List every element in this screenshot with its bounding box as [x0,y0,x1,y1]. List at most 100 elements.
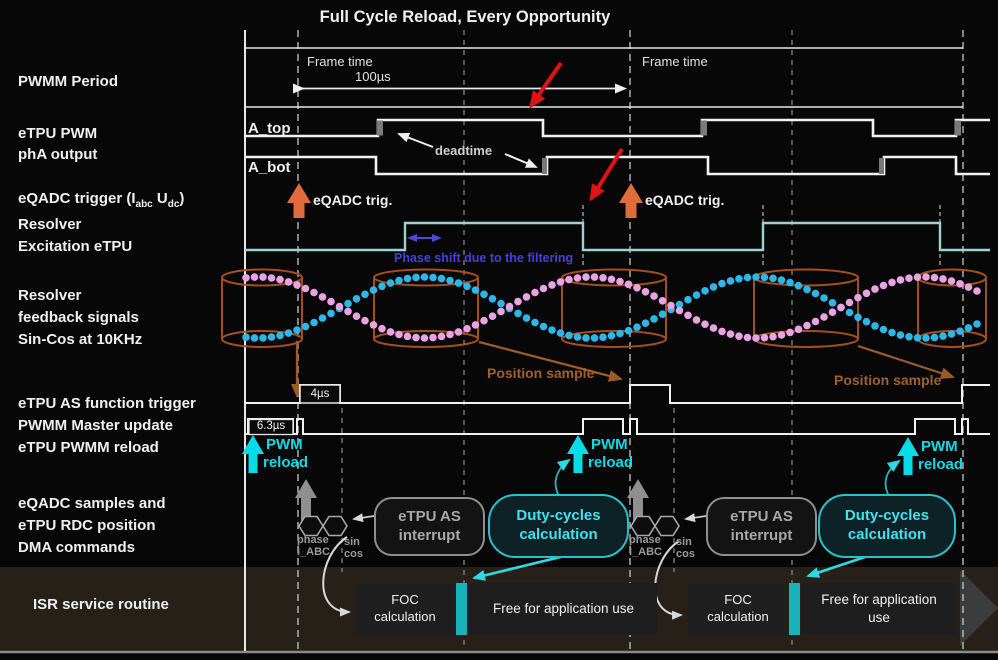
resolver-cos-dots [709,283,718,291]
resolver-sin-dots [786,328,794,337]
resolver-cos-dots [760,273,769,282]
pwm-reload-arrow [242,435,264,454]
resolver-sin-dots [267,274,276,282]
deadtime-arrow-right [504,153,538,168]
foc-text: calculation [707,609,769,624]
resolver-cos-dots [607,331,616,340]
eqadc-trigger-arrow [619,183,643,203]
resolver-cos-dots [786,278,794,287]
eqadc-trigger-arrow-stem [293,202,305,218]
free-for-application-box-2: Free for application use [801,583,957,635]
eqadc-trigger-arrow-stem [625,202,637,218]
foc-text: FOC [724,592,752,608]
foc-calculation-box-2: FOC calculation [688,583,788,635]
free-use-text: Free for application use [492,600,635,616]
resolver-cos-dots [344,299,352,308]
resolver-sin-dots [284,278,293,286]
row-label-eqadc-samples: eQADC samples and [18,495,166,512]
resolver-sin-dots [429,333,437,342]
resolver-sin-dots [259,273,267,281]
resolver-sin-dots [573,274,582,282]
etpu-as-interrupt-box-1: eTPU AS interrupt [374,497,485,556]
resolver-cos-dots [845,308,854,317]
dma-gray-arrow-stem [301,497,311,522]
resolver-sin-dots [743,333,752,342]
resolver-cos-dots [259,334,267,342]
duty-to-reload-connector [554,458,571,497]
duty-cycles-text: Duty-cycles [516,507,601,525]
frame-time-label-1: Frame time [307,54,373,69]
resolver-sin-dots [658,297,667,305]
deadtime-arrow-left [397,132,434,148]
resolver-sin-dots [828,308,837,317]
resolver-sin-dots [310,288,318,297]
duty-cycles-box-2: Duty-cycles calculation [818,494,956,558]
duty-cycles-text: calculation [519,526,598,543]
resolver-sin-dots [293,281,301,289]
resolver-cos-dots [556,329,565,337]
resolver-sin-dots [335,302,344,311]
duty-cycles-text: calculation [847,526,927,543]
row-label-pwmm-period: PWMM Period [18,73,118,90]
resolver-cos-dots [310,318,318,327]
resolver-sin-dots [760,333,769,342]
resolver-sin-dots [624,280,633,289]
resolver-cos-dots [352,295,361,303]
resolver-cos-dots [769,274,777,283]
resolver-sin-dots [633,284,641,292]
resolver-cos-dots [386,279,395,287]
as-pulse-label-box [299,384,341,404]
pwm-reload-arrow-stem [248,453,258,473]
pwm-reload-label-3b: reload [918,456,964,473]
row-label-dma-commands: DMA commands [18,539,135,556]
resolver-sin-dots [276,275,284,284]
phase-shift-label: Phase shift due to the filtering [394,251,574,265]
resolver-cos-dots [735,275,743,283]
resolver-cos-dots [522,314,531,322]
deadtime-bar [955,120,961,136]
resolver-cos-dots [888,328,896,337]
resolver-sin-dots [709,324,718,332]
resolver-sin-dots [692,316,701,324]
pwm-reload-label-2: PWM [591,436,628,453]
resolver-sin-dots [480,316,488,325]
resolver-cos-dots [633,323,641,332]
resolver-sin-dots [650,292,658,300]
free-use-text: Free for application [821,591,937,607]
resolver-sin-dots [607,275,616,284]
resolver-cos-dots [463,282,471,291]
resolver-sin-dots [777,331,786,339]
resolver-cos-dots [446,276,454,285]
deadtime-bar [879,158,884,174]
resolver-cos-dots [599,333,607,342]
update-pulse-width-label: 6.3µs [256,420,286,432]
sample-hexagon [630,515,656,537]
row-label-as-function-trigger: eTPU AS function trigger [18,395,196,412]
resolver-cos-dots [675,300,684,309]
resolver-sin-dots [488,312,497,321]
resolver-cos-dots [879,325,888,334]
resolver-sin-dots [641,288,650,296]
resolver-sin-dots [599,274,607,282]
resolver-cos-dots [777,276,786,284]
resolver-sin-dots [811,317,820,326]
dma-gray-arrow [295,479,317,498]
resolver-sin-dots [369,321,378,329]
etpu-as-interrupt-text: interrupt [730,526,793,544]
duty-to-reload-connector [884,459,901,497]
resolver-sin-dots [301,284,310,293]
resolver-sin-dots [522,293,531,301]
resolver-sin-dots [913,273,922,282]
resolver-sin-dots [769,332,777,341]
resolver-sin-dots [318,293,327,301]
eqadc-trigger-sub-dc: dc [167,199,180,210]
resolver-cos-dots [828,299,837,307]
resolver-sin-dots [242,274,250,282]
resolver-cos-dots [803,285,811,294]
dma-gray-arrow [627,479,649,498]
resolver-cos-dots [480,290,488,299]
resolver-sin-dots [463,324,471,333]
resolver-sin-dots [344,307,352,316]
pwm-reload-label-2b: reload [588,454,634,471]
